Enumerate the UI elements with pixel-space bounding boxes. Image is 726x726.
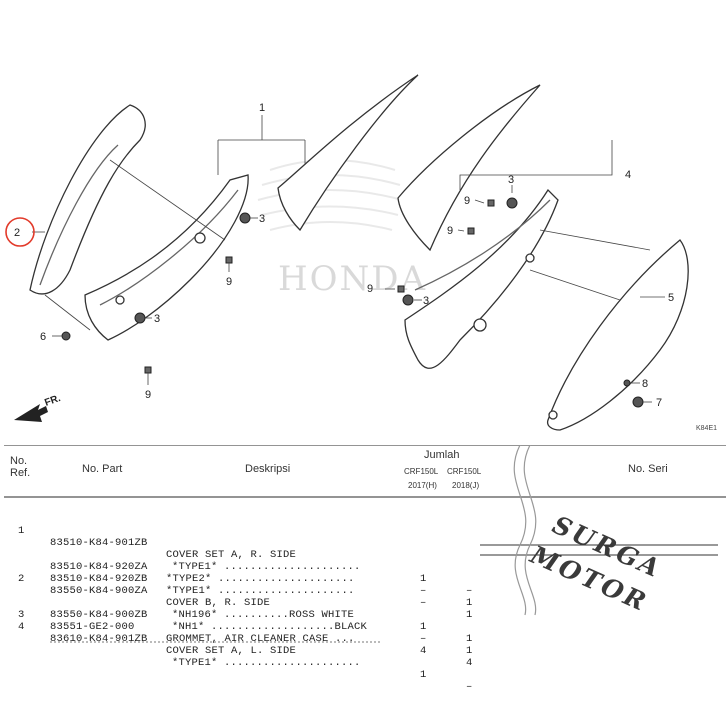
table-row: *TYPE1* ..................... 1 –: [0, 621, 726, 693]
row-qty-2017: 1: [420, 621, 427, 633]
row-qty-2017: –: [420, 633, 427, 645]
callout-1: 1: [259, 102, 265, 114]
callout-9b: 9: [145, 389, 151, 401]
row-description: COVER SET A, R. SIDE: [166, 549, 297, 561]
row-part-number: 83550-K84-900ZB: [50, 609, 148, 621]
part-1-cover-set-right: [84, 174, 249, 341]
table-row: 83510-K84-920ZA *TYPE2* ................…: [0, 537, 726, 609]
table-row: 4 83610-K84-901ZB COVER SET A, L. SIDE: [0, 609, 726, 657]
row-description: *TYPE1* .....................: [166, 585, 355, 597]
table-rules: [4, 445, 726, 498]
table-row: 83510-K84-920ZB *TYPE1* ................…: [0, 549, 726, 621]
row-qty-2017: –: [420, 597, 427, 609]
row-ref: 1: [18, 525, 25, 537]
direction-label: FR.: [43, 393, 62, 409]
row-part-number: 83510-K84-920ZB: [50, 573, 148, 585]
row-qty-2017: 1: [420, 669, 427, 681]
grommet-icons: [134, 197, 518, 324]
row-qty-2018: 1: [466, 633, 473, 645]
row-part-number: 83510-K84-920ZA: [50, 561, 148, 573]
header-no-seri: No. Seri: [628, 463, 668, 475]
row-qty-2018: 1: [466, 597, 473, 609]
table-row: 1 83510-K84-901ZB COVER SET A, R. SIDE: [0, 513, 726, 561]
callout-6: 6: [40, 331, 46, 343]
honda-watermark-text: HONDA: [278, 259, 427, 299]
row-qty-2018: 1: [466, 645, 473, 657]
leader-lines: [32, 115, 665, 403]
table-row: *TYPE1* ..................... 1 –: [0, 525, 726, 597]
table-row: 83550-K84-900ZB *NH1* ..................…: [0, 585, 726, 657]
honda-wing-watermark: [257, 159, 403, 231]
callout-5: 5: [668, 292, 674, 304]
parts-diagram: HONDA: [5, 74, 717, 432]
parts-table: No. Ref. No. Part Deskripsi Jumlah CRF15…: [0, 445, 726, 726]
row-qty-2018: 1: [466, 609, 473, 621]
callout-7: 7: [656, 397, 662, 409]
callout-numbers: 1 2 3 3 3 3 4 5 6 7 8 9 9 9 9 9: [14, 102, 674, 409]
header-deskripsi: Deskripsi: [245, 463, 291, 475]
row-description: *TYPE1* .....................: [172, 561, 361, 573]
row-part-number: 83551-GE2-000: [50, 621, 135, 633]
callout-3d: 3: [423, 295, 429, 307]
row-qty-2018: –: [466, 681, 473, 693]
header-model-a: CRF150L: [404, 467, 439, 476]
header-no-ref: No. Ref.: [10, 455, 31, 479]
header-model-b: CRF150L: [447, 467, 482, 476]
part-4-cover-set-left: [397, 84, 559, 369]
row-part-number: 83510-K84-901ZB: [50, 537, 148, 549]
part-1-decal: [277, 74, 419, 232]
callout-3b: 3: [154, 313, 160, 325]
row-description: *NH1* ...................BLACK: [172, 621, 368, 633]
front-direction-arrow-icon: FR.: [14, 393, 62, 422]
row-qty-2017: 4: [420, 645, 427, 657]
callout-4: 4: [625, 169, 631, 181]
header-year-b: 2018(J): [452, 481, 480, 490]
row-description: *NH196* ..........ROSS WHITE: [172, 609, 355, 621]
part-5-side-panel: [546, 239, 689, 431]
row-part-number: 83550-K84-900ZA: [50, 585, 148, 597]
row-ref: 4: [18, 621, 25, 633]
callout-8: 8: [642, 378, 648, 390]
row-qty-2018: –: [466, 585, 473, 597]
row-ref: 2: [18, 573, 25, 585]
callout-9e: 9: [367, 283, 373, 295]
part-2-cover-b: [29, 104, 146, 295]
row-ref: 3: [18, 609, 25, 621]
row-description: *TYPE1* .....................: [172, 657, 361, 669]
row-qty-2018: 4: [466, 657, 473, 669]
row-qty-2017: 1: [420, 573, 427, 585]
callout-9a: 9: [226, 276, 232, 288]
callout-9c: 9: [464, 195, 470, 207]
row-description: *TYPE2* .....................: [166, 573, 355, 585]
row-description: COVER B, R. SIDE: [166, 597, 271, 609]
table-row: *NH196* ..........ROSS WHITE 1 1: [0, 573, 726, 645]
row-qty-2017: –: [420, 585, 427, 597]
callout-3c: 3: [508, 174, 514, 186]
callout-3a: 3: [259, 213, 265, 225]
header-no-part: No. Part: [82, 463, 123, 475]
highlight-circle: [5, 217, 35, 247]
cut-off-row: [50, 641, 380, 647]
table-row: 2 83550-K84-900ZA COVER B, R. SIDE: [0, 561, 726, 609]
callout-9d: 9: [447, 225, 453, 237]
row-description: COVER SET A, L. SIDE: [166, 645, 297, 657]
screw-icons: [144, 199, 495, 374]
callout-2: 2: [14, 227, 20, 239]
figure-code: K84E1: [696, 425, 717, 432]
header-jumlah: Jumlah: [424, 449, 460, 461]
header-year-a: 2017(H): [408, 481, 437, 490]
